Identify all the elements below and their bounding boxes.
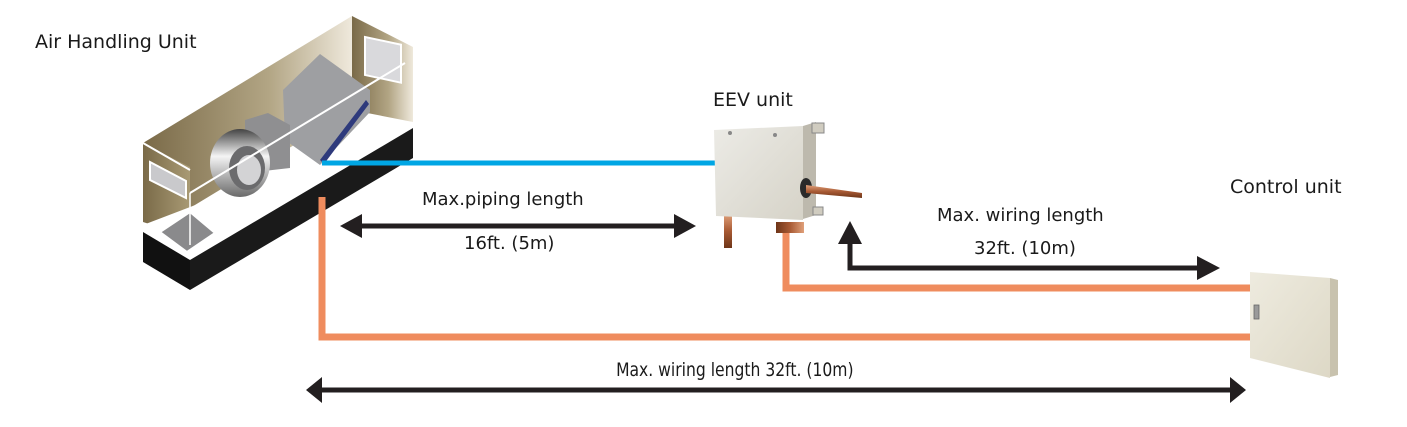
control-unit-illustration	[1250, 272, 1338, 378]
eev-wiring-length-title: Max. wiring length	[937, 205, 1104, 226]
air-handling-unit-illustration	[142, 16, 413, 290]
ahu-wiring-length-label: Max. wiring length 32ft. (10m)	[616, 359, 854, 381]
piping-length-arrow	[340, 214, 696, 238]
control-unit-label: Control unit	[1230, 176, 1342, 198]
piping-length-title: Max.piping length	[422, 189, 584, 210]
eev-wiring-length-value: 32ft. (10m)	[974, 238, 1076, 259]
eev-wiring-length-arrow	[838, 221, 1220, 280]
piping-length-value: 16ft. (5m)	[464, 233, 555, 254]
air-handling-unit-label: Air Handling Unit	[35, 31, 197, 53]
ahu-wiring-length-arrow	[306, 377, 1246, 403]
eev-unit-illustration	[714, 122, 862, 248]
eev-unit-label: EEV unit	[713, 89, 793, 111]
eev-control-wire	[782, 222, 1252, 292]
ahu-control-wire	[318, 197, 1252, 341]
